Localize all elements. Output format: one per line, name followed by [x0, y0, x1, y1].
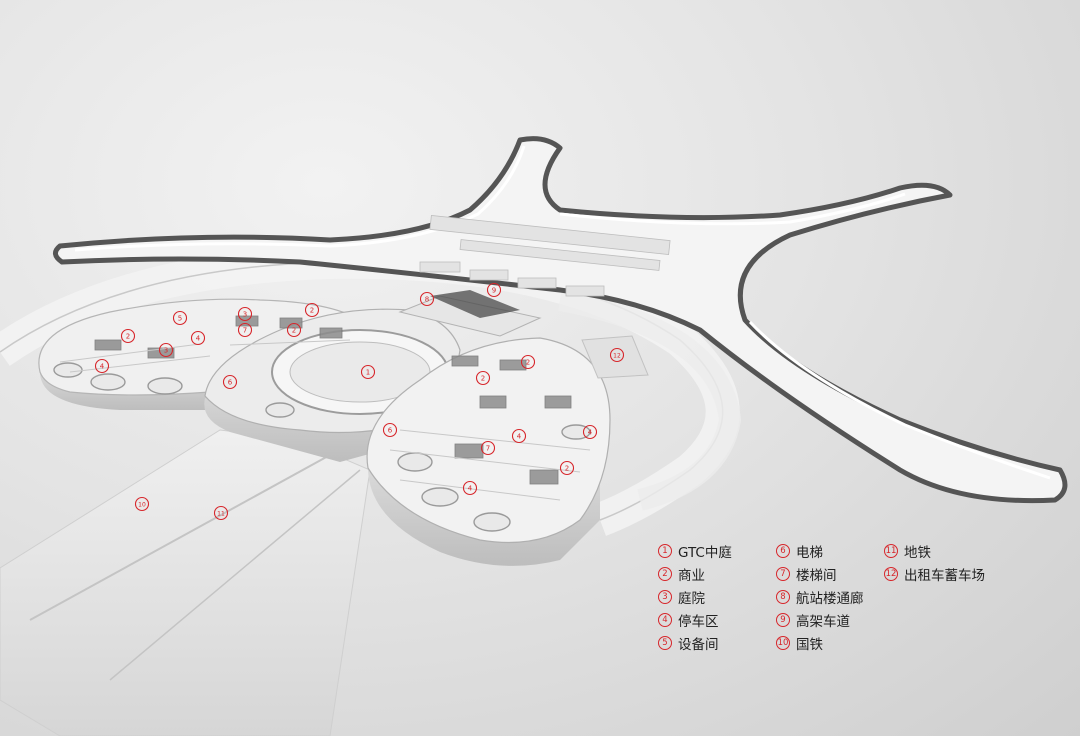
legend-label: 楼梯间: [796, 568, 837, 584]
legend-number-badge: 1: [658, 544, 672, 558]
legend-label: 出租车蓄车场: [904, 568, 985, 584]
legend-item: 12 出租车蓄车场: [884, 563, 985, 585]
marker-equipment-room: 5: [172, 310, 188, 326]
svg-text:4: 4: [196, 335, 201, 343]
legend-label: 停车区: [678, 614, 719, 630]
gtc-building: [38, 290, 611, 566]
marker-taxi-pool: 12: [609, 347, 625, 363]
legend-number-badge: 8: [776, 590, 790, 604]
legend-label: 设备间: [678, 637, 719, 653]
marker-courtyard: 3 3: [158, 306, 253, 358]
marker-stairwell: 7 7: [237, 322, 496, 456]
taxi-pool-area: [581, 335, 649, 379]
marker-elevated-road: 9: [486, 282, 502, 298]
legend-number-badge: 4: [658, 613, 672, 627]
svg-text:1: 1: [366, 369, 370, 377]
legend-item: 11 地铁: [884, 540, 931, 562]
svg-text:7: 7: [486, 445, 490, 453]
svg-text:9: 9: [492, 287, 496, 295]
marker-terminal-corridor: 8: [419, 291, 435, 307]
legend-number-badge: 10: [776, 636, 790, 650]
legend-item: 9 高架车道: [776, 609, 850, 631]
legend-item: 2 商业: [658, 563, 705, 585]
svg-text:3: 3: [243, 311, 247, 319]
marker-elevator: 6 6: [222, 374, 398, 438]
legend-number-badge: 9: [776, 613, 790, 627]
legend-label: 庭院: [678, 591, 705, 607]
marker-national-rail: 10: [134, 496, 150, 512]
svg-text:12: 12: [613, 353, 621, 360]
svg-text:2: 2: [292, 327, 296, 335]
svg-text:4: 4: [588, 429, 593, 437]
svg-text:2: 2: [481, 375, 485, 383]
svg-text:2: 2: [565, 465, 569, 473]
marker-parking: 4 4 4 4 4: [94, 330, 598, 496]
legend-number-badge: 12: [884, 567, 898, 581]
legend-label: 高架车道: [796, 614, 850, 630]
svg-text:3: 3: [164, 347, 168, 355]
railway-corridor: [0, 429, 371, 736]
svg-text:11: 11: [217, 511, 225, 518]
legend-item: 6 电梯: [776, 540, 823, 562]
legend-label: 商业: [678, 568, 705, 584]
legend-label: 航站楼通廊: [796, 591, 864, 607]
legend-number-badge: 5: [658, 636, 672, 650]
svg-text:10: 10: [138, 502, 146, 509]
diagram-markers: 1 2 2 2 2 2 2 3 3 4 4 4 4 4 5 6 6 7: [94, 282, 625, 521]
legend: 1 GTC中庭 2 商业 3 庭院 4 停车区 5 设备间 6 电梯 7 楼梯间 8 航站楼通廊 9 高架车道 10…: [658, 540, 1078, 665]
legend-label: GTC中庭: [678, 545, 732, 561]
legend-number-badge: 2: [658, 567, 672, 581]
svg-text:2: 2: [526, 359, 530, 367]
svg-text:6: 6: [388, 427, 393, 435]
legend-item: 10 国铁: [776, 632, 823, 654]
legend-item: 5 设备间: [658, 632, 719, 654]
svg-text:6: 6: [228, 379, 233, 387]
legend-label: 电梯: [796, 545, 823, 561]
legend-number-badge: 7: [776, 567, 790, 581]
marker-commerce: 2 2 2 2 2 2: [120, 302, 575, 476]
legend-item: 4 停车区: [658, 609, 719, 631]
marker-gtc-atrium: 1: [360, 364, 376, 380]
legend-number-badge: 3: [658, 590, 672, 604]
svg-text:2: 2: [310, 307, 314, 315]
svg-text:8: 8: [425, 296, 429, 304]
legend-item: 7 楼梯间: [776, 563, 837, 585]
legend-label: 国铁: [796, 637, 823, 653]
svg-text:2: 2: [126, 333, 130, 341]
legend-item: 8 航站楼通廊: [776, 586, 864, 608]
legend-number-badge: 11: [884, 544, 898, 558]
svg-text:4: 4: [100, 363, 105, 371]
svg-text:4: 4: [517, 433, 522, 441]
marker-metro: 11: [213, 505, 229, 521]
svg-text:4: 4: [468, 485, 473, 493]
legend-label: 地铁: [904, 545, 931, 561]
terminal-building-outline: [53, 136, 1068, 504]
legend-item: 3 庭院: [658, 586, 705, 608]
svg-text:7: 7: [243, 327, 247, 335]
svg-text:5: 5: [178, 315, 182, 323]
legend-number-badge: 6: [776, 544, 790, 558]
legend-item: 1 GTC中庭: [658, 540, 732, 562]
